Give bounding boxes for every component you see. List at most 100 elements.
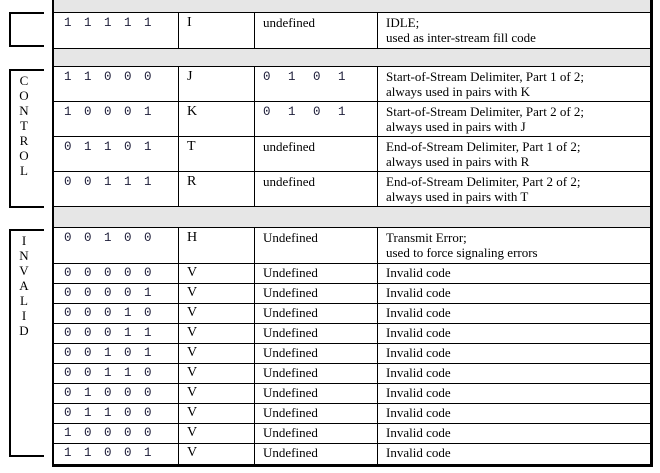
value-cell: undefined	[255, 172, 378, 206]
value-cell: 0 1 0 1	[255, 67, 378, 101]
description-line: Invalid code	[386, 385, 451, 400]
code-cell: 1 1 0 0 1	[54, 444, 179, 464]
table-row: 0 0 0 0 1 V Undefined Invalid code	[54, 284, 650, 304]
symbol-cell: K	[179, 102, 255, 136]
symbol-cell: T	[179, 137, 255, 171]
description-line: End-of-Stream Delimiter, Part 2 of 2;	[386, 174, 581, 189]
description-cell: Start-of-Stream Delimiter, Part 2 of 2; …	[378, 102, 650, 136]
table-row: 0 0 0 1 1 V Undefined Invalid code	[54, 324, 650, 344]
value-cell: Undefined	[255, 384, 378, 403]
symbol-cell: V	[179, 264, 255, 283]
description-line: Invalid code	[386, 445, 451, 460]
row-group-bracket-invalid: I N V A L I D	[9, 229, 44, 457]
description-line: always used in pairs with T	[386, 188, 529, 204]
symbol-cell: V	[179, 364, 255, 383]
description-line: Invalid code	[386, 345, 451, 360]
table-row: 0 1 0 0 0 V Undefined Invalid code	[54, 384, 650, 404]
description-line: End-of-Stream Delimiter, Part 1 of 2;	[386, 139, 581, 154]
value-cell: Undefined	[255, 364, 378, 383]
group-label-letter: A	[19, 278, 29, 293]
table-row: 0 1 1 0 0 V Undefined Invalid code	[54, 404, 650, 424]
code-cell: 0 0 0 0 1	[54, 284, 179, 303]
symbol-cell: V	[179, 284, 255, 303]
description-cell: Invalid code	[378, 384, 650, 403]
description-cell: IDLE; used as inter-stream fill code	[378, 13, 650, 48]
code-cell: 0 0 1 1 1	[54, 172, 179, 206]
symbol-cell: R	[179, 172, 255, 206]
description-line: Transmit Error;	[386, 230, 467, 245]
group-label-letter: I	[21, 308, 27, 323]
description-cell: Start-of-Stream Delimiter, Part 1 of 2; …	[378, 67, 650, 101]
value-cell: Undefined	[255, 424, 378, 443]
description-cell: End-of-Stream Delimiter, Part 2 of 2; al…	[378, 172, 650, 206]
description-line: used as inter-stream fill code	[386, 29, 536, 45]
symbol-cell: V	[179, 424, 255, 443]
value-cell: undefined	[255, 13, 378, 48]
description-cell: Invalid code	[378, 424, 650, 443]
value-cell: Undefined	[255, 284, 378, 303]
symbol-cell: V	[179, 304, 255, 323]
description-line: Invalid code	[386, 425, 451, 440]
value-cell: Undefined	[255, 404, 378, 423]
description-line: Invalid code	[386, 285, 451, 300]
description-cell: End-of-Stream Delimiter, Part 1 of 2; al…	[378, 137, 650, 171]
value-cell: 0 1 0 1	[255, 102, 378, 136]
code-cell: 0 0 0 0 0	[54, 264, 179, 283]
value-cell: Undefined	[255, 324, 378, 343]
table-row: 0 0 1 0 0 H Undefined Transmit Error; us…	[54, 228, 650, 264]
description-cell: Transmit Error; used to force signaling …	[378, 228, 650, 263]
group-label-letter: C	[19, 73, 29, 88]
table-row: 1 1 0 0 0 J 0 1 0 1 Start-of-Stream Deli…	[54, 67, 650, 102]
description-cell: Invalid code	[378, 324, 650, 343]
code-cell: 1 0 0 0 0	[54, 424, 179, 443]
table-row: 1 0 0 0 1 K 0 1 0 1 Start-of-Stream Deli…	[54, 102, 650, 137]
group-label-letter: O	[19, 148, 29, 163]
description-cell: Invalid code	[378, 264, 650, 283]
table-row: 0 0 0 1 0 V Undefined Invalid code	[54, 304, 650, 324]
symbol-cell: V	[179, 324, 255, 343]
symbol-cell: V	[179, 444, 255, 464]
description-cell: Invalid code	[378, 344, 650, 363]
table-row: 0 1 1 0 1 T undefined End-of-Stream Deli…	[54, 137, 650, 172]
description-line: Start-of-Stream Delimiter, Part 2 of 2;	[386, 104, 585, 119]
code-cell: 0 0 1 1 0	[54, 364, 179, 383]
group-label-letter: O	[19, 88, 29, 103]
separator-row	[54, 207, 650, 228]
code-cell: 1 1 0 0 0	[54, 67, 179, 101]
description-cell: Invalid code	[378, 304, 650, 323]
value-cell: Undefined	[255, 344, 378, 363]
value-cell: Undefined	[255, 264, 378, 283]
description-line: always used in pairs with J	[386, 118, 526, 134]
group-label-letter: R	[19, 133, 29, 148]
code-cell: 0 0 1 0 0	[54, 228, 179, 263]
symbol-cell: I	[179, 13, 255, 48]
description-line: always used in pairs with R	[386, 153, 530, 169]
description-line: Start-of-Stream Delimiter, Part 1 of 2;	[386, 69, 585, 84]
description-line: Invalid code	[386, 365, 451, 380]
symbol-cell: V	[179, 344, 255, 363]
code-cell: 0 1 0 0 0	[54, 384, 179, 403]
group-label-letter: N	[19, 103, 29, 118]
symbol-cell: V	[179, 404, 255, 423]
description-line: Invalid code	[386, 265, 451, 280]
row-group-bracket-idle	[9, 12, 44, 47]
separator-row	[54, 0, 650, 13]
table-row: 0 0 1 1 0 V Undefined Invalid code	[54, 364, 650, 384]
code-table: 1 1 1 1 1 I undefined IDLE; used as inte…	[52, 0, 653, 467]
description-line: Invalid code	[386, 405, 451, 420]
table-row: 1 0 0 0 0 V Undefined Invalid code	[54, 424, 650, 444]
group-label-letter: L	[20, 293, 28, 308]
code-cell: 1 0 0 0 1	[54, 102, 179, 136]
symbol-cell: J	[179, 67, 255, 101]
description-line: Invalid code	[386, 305, 451, 320]
table-row: 0 0 1 1 1 R undefined End-of-Stream Deli…	[54, 172, 650, 207]
group-label-letter: L	[20, 163, 28, 178]
code-cell: 1 1 1 1 1	[54, 13, 179, 48]
description-cell: Invalid code	[378, 404, 650, 423]
code-cell: 0 0 0 1 1	[54, 324, 179, 343]
row-group-bracket-control: C O N T R O L	[9, 69, 44, 208]
group-label-letter: I	[21, 233, 27, 248]
separator-row	[54, 49, 650, 67]
table-row: 0 0 0 0 0 V Undefined Invalid code	[54, 264, 650, 284]
